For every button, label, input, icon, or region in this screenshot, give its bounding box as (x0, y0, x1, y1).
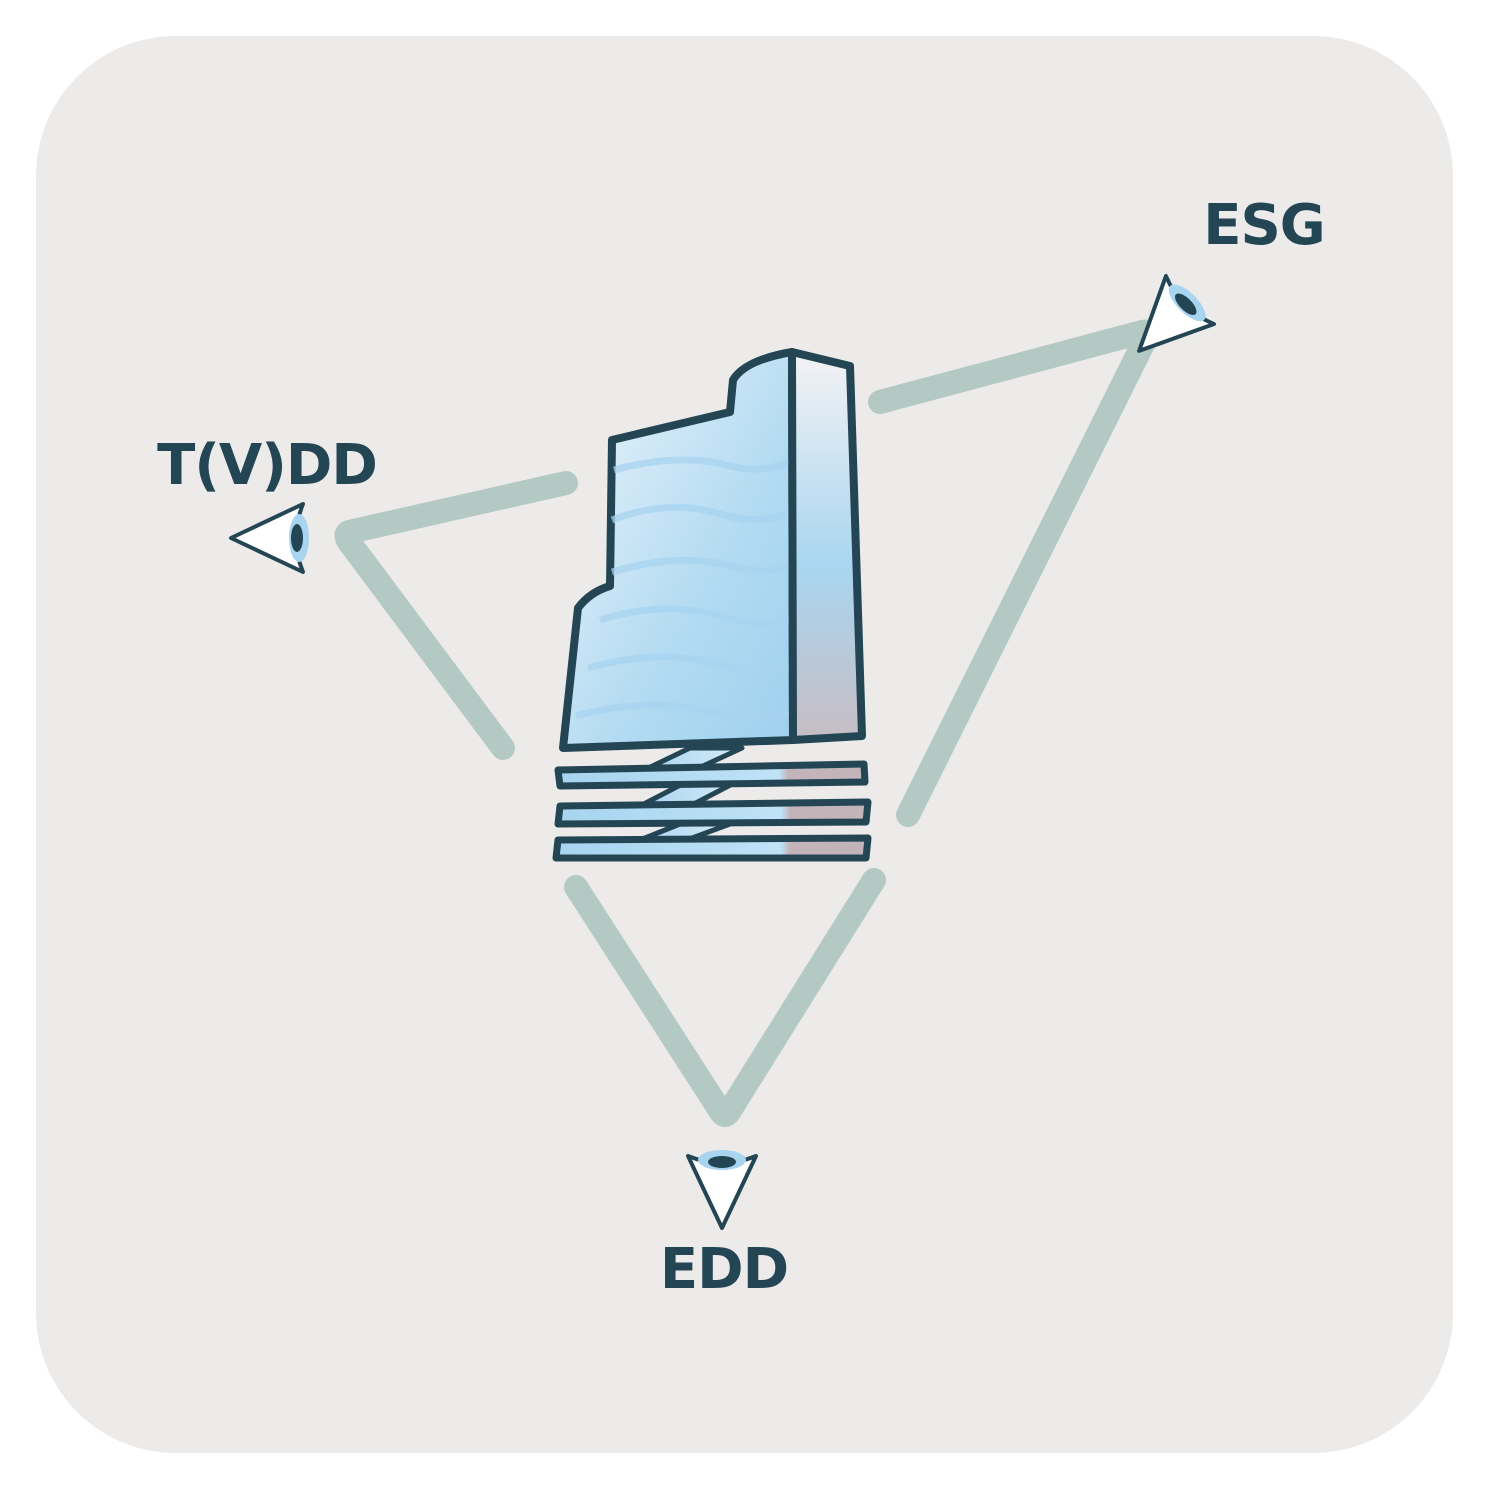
floor-slab-3 (552, 834, 872, 862)
floor-slab-2 (554, 798, 872, 828)
label-esg: ESG (1203, 193, 1325, 258)
connector-bottom (564, 868, 886, 1127)
eye-icon (229, 502, 309, 574)
label-edd: EDD (660, 1237, 788, 1302)
eye-icon (686, 1150, 758, 1230)
connector-left (334, 471, 578, 760)
building-front-facade (559, 348, 797, 752)
building-side-facade (788, 348, 866, 744)
building-floor-slabs (552, 760, 872, 862)
office-building-icon (552, 348, 872, 862)
floor-slab-1 (554, 760, 869, 790)
facade-waves (575, 456, 792, 722)
eye-icon (1137, 273, 1217, 353)
label-tvdd: T(V)DD (157, 433, 377, 498)
